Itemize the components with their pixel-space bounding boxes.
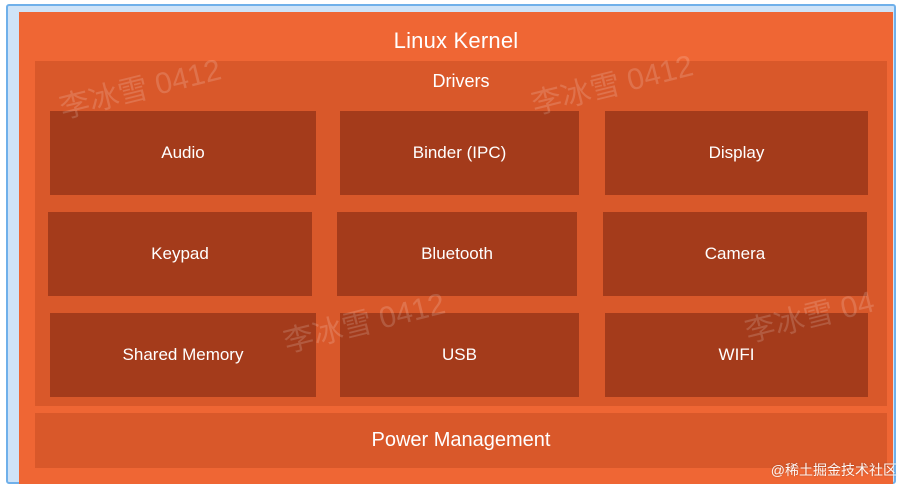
driver-wifi: WIFI [605, 313, 868, 397]
driver-bluetooth: Bluetooth [337, 212, 577, 296]
driver-binder-ipc: Binder (IPC) [340, 111, 579, 195]
driver-camera: Camera [603, 212, 867, 296]
linux-kernel-block: Linux Kernel Drivers Audio Binder (IPC) … [19, 12, 893, 484]
driver-shared-memory: Shared Memory [50, 313, 316, 397]
source-credit: @稀土掘金技术社区 [770, 462, 897, 478]
drivers-title: Drivers [432, 71, 490, 91]
drivers-section: Drivers Audio Binder (IPC) Display Keypa… [35, 61, 887, 406]
driver-display: Display [605, 111, 868, 195]
kernel-title: Linux Kernel [393, 28, 519, 53]
driver-audio: Audio [50, 111, 316, 195]
driver-usb: USB [340, 313, 579, 397]
driver-keypad: Keypad [48, 212, 312, 296]
power-management-block: Power Management [35, 413, 887, 468]
